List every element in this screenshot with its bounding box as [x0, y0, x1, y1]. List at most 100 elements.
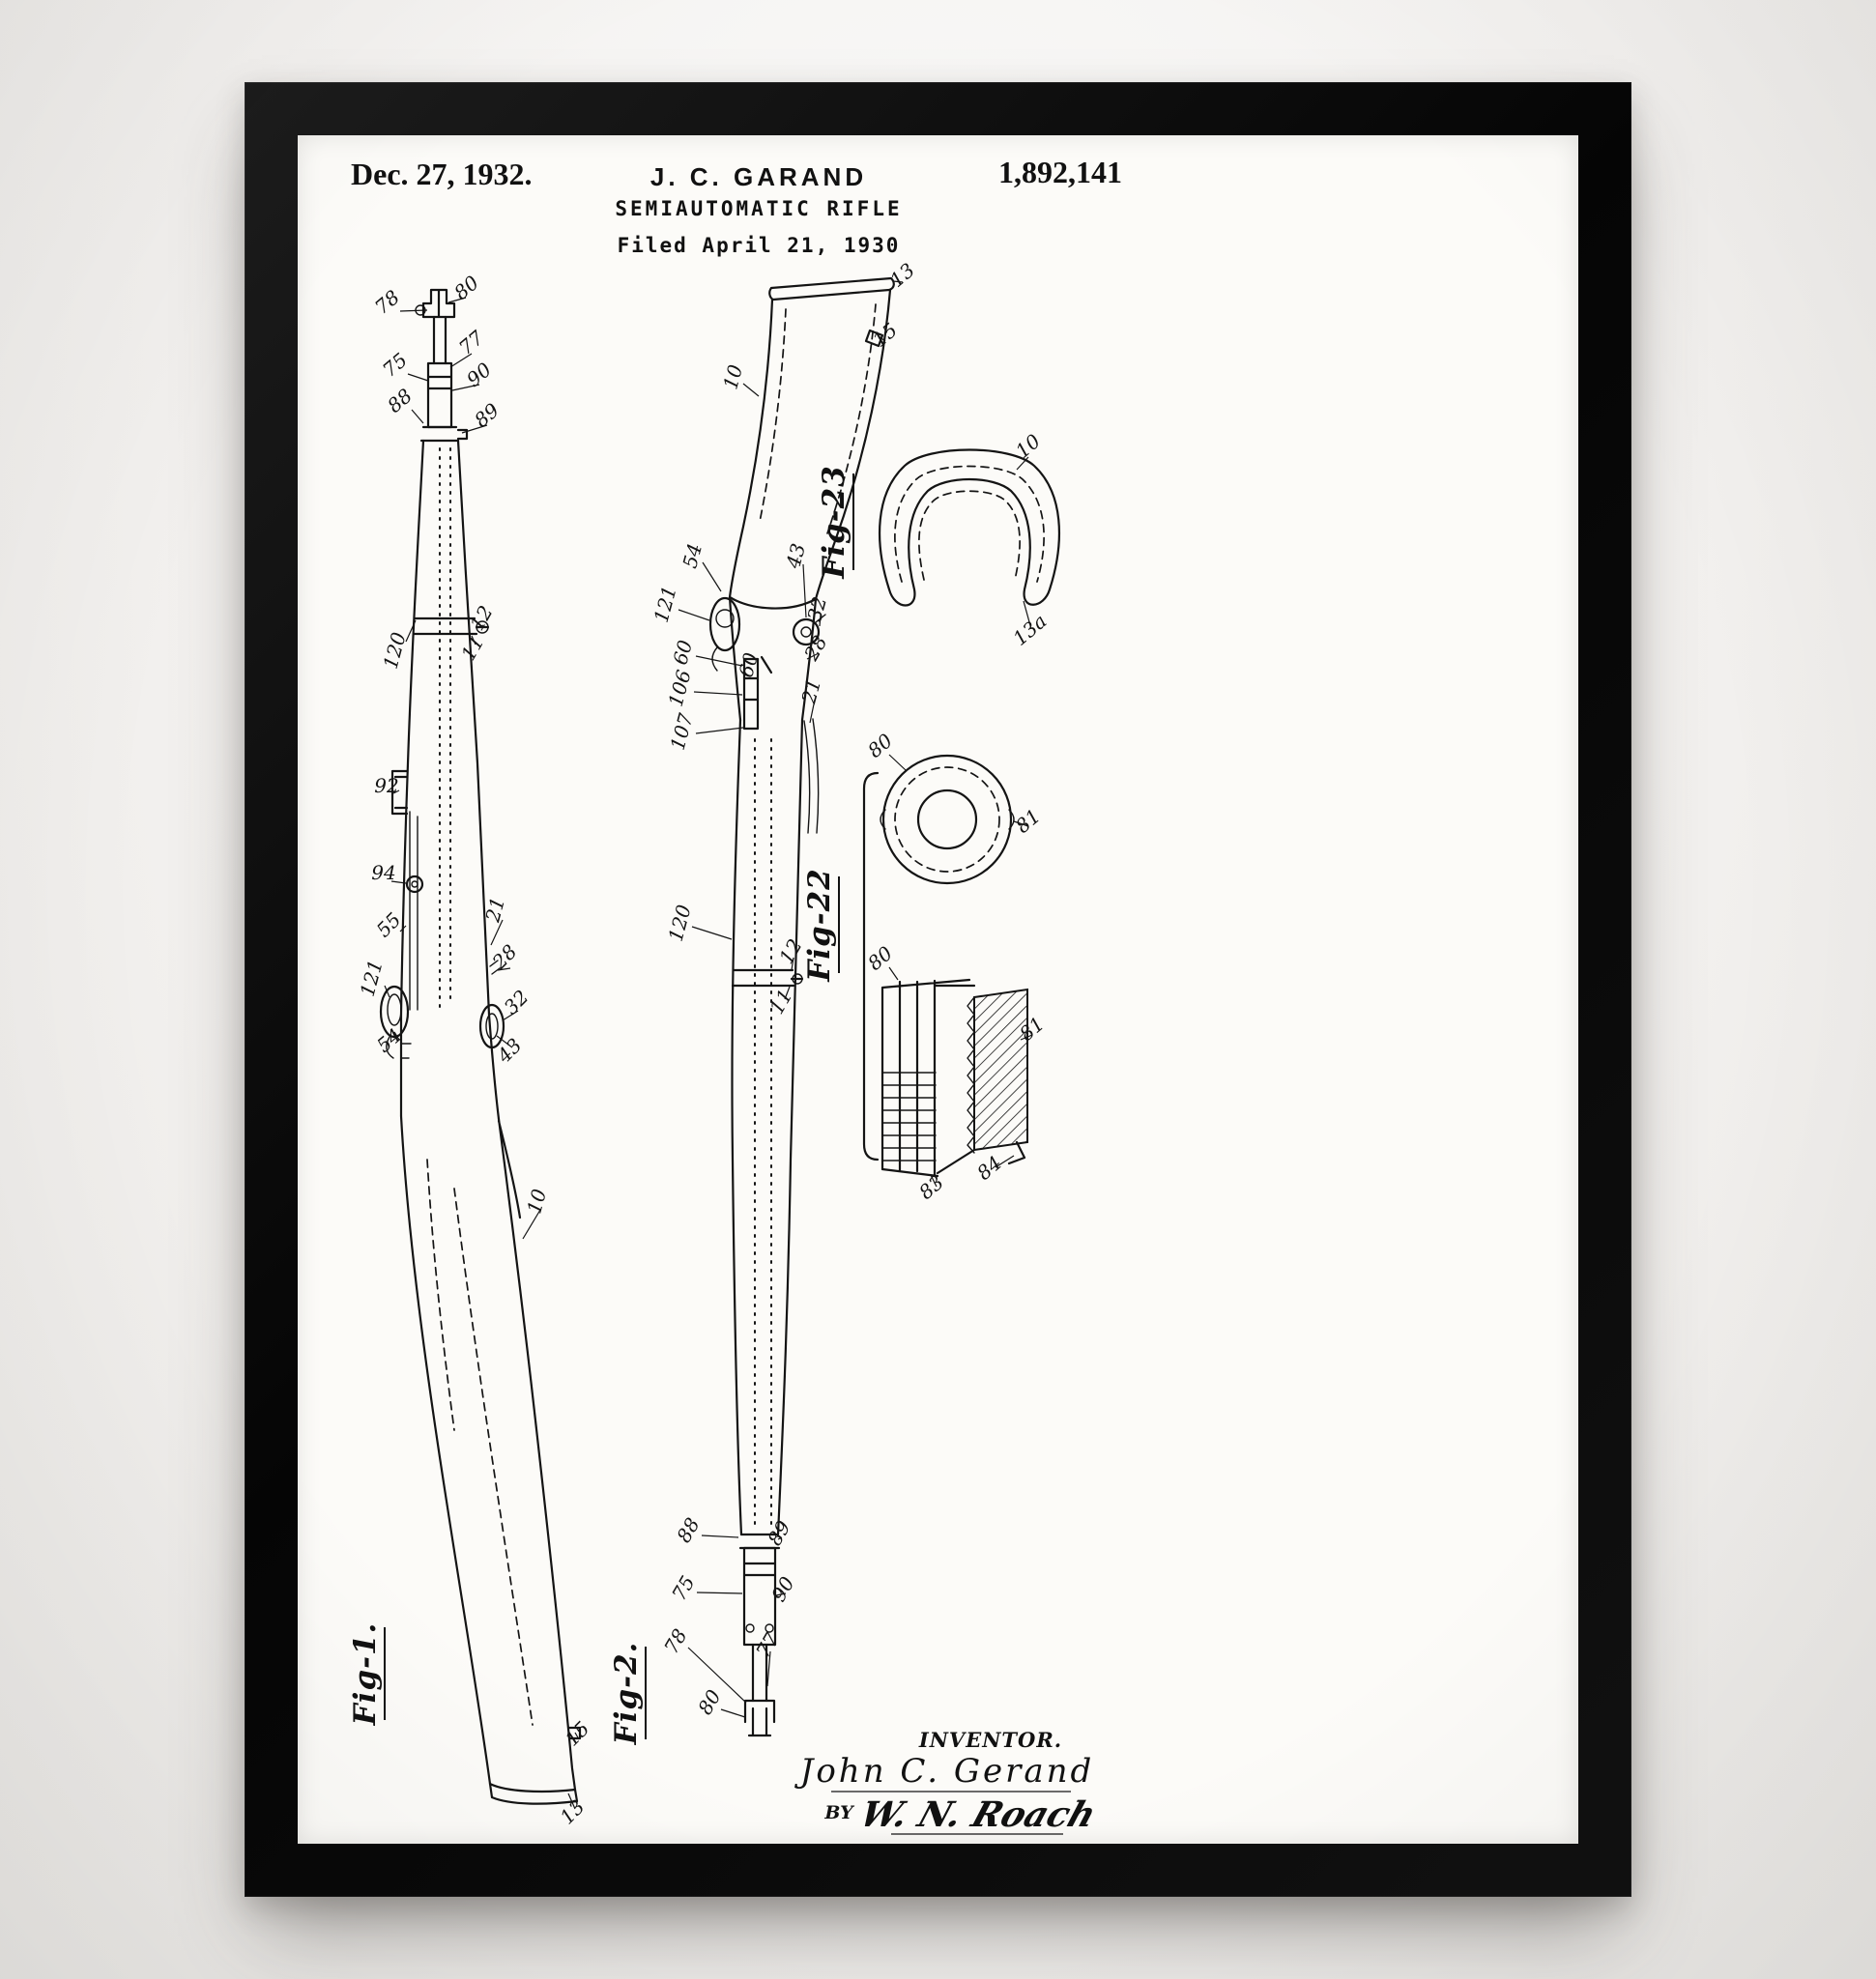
fig2-sling-swivel — [792, 973, 803, 985]
fig22-bracket — [862, 771, 880, 1162]
patent-filed-date: Filed April 21, 1930 — [617, 234, 901, 257]
fig2-gas-screw-right — [765, 1623, 774, 1633]
reference-numeral: 121 — [649, 584, 681, 625]
fig22-section-threads — [967, 996, 975, 1154]
attorney-signature-text: W. N. Roach — [855, 1793, 1102, 1835]
reference-numeral: 11 — [765, 985, 797, 1018]
patent-print-paper: Dec. 27, 1932. J. C. GARAND 1,892,141 SE… — [298, 135, 1578, 1844]
fig1-gas-cylinder — [426, 361, 453, 429]
fig1-latch-notch — [489, 960, 501, 975]
reference-numeral: 21 — [796, 676, 825, 707]
reference-numeral: 83 — [914, 1170, 948, 1204]
by-label: BY — [823, 1802, 855, 1823]
fig1-front-sight — [421, 288, 456, 319]
fig2-follower-block — [742, 655, 773, 731]
fig1-leader-lines — [384, 297, 580, 1810]
reference-numeral: 120 — [379, 629, 411, 671]
reference-numeral: 89 — [763, 1516, 795, 1549]
fig2-stock-dashed-contour — [759, 303, 877, 534]
reference-numeral: 92 — [374, 774, 398, 797]
patent-number: 1,892,141 — [998, 155, 1122, 189]
fig1-guard-rear-loop — [478, 1003, 505, 1049]
attorney-caption: ATTORNEY — [918, 1840, 1056, 1844]
reference-numeral: 15 — [561, 1717, 594, 1751]
reference-numeral: 88 — [383, 384, 417, 417]
fig1-sling-swivel — [476, 620, 489, 634]
reference-numeral: 78 — [659, 1624, 692, 1657]
fig1-op-rod-handle — [405, 875, 424, 894]
fig1-forestock-outline — [399, 439, 491, 1017]
fig2-trigger-hook — [711, 646, 718, 672]
fig2-muzzle-barrel — [751, 1643, 768, 1703]
reference-numeral: 75 — [378, 348, 412, 382]
fig1-op-rod — [409, 811, 418, 1011]
fig22-section-hatched-block — [973, 988, 1028, 1152]
reference-numeral: 80 — [693, 1685, 726, 1718]
fig23-dashed-contours — [894, 465, 1045, 583]
fig2-butt-swivel — [864, 329, 884, 348]
fig1-butt-swivel — [567, 1726, 582, 1740]
reference-numeral: 11 — [456, 631, 489, 664]
patent-date: Dec. 27, 1932. — [351, 157, 533, 191]
reference-numeral: 60 — [668, 638, 697, 668]
fig22-section-left — [880, 978, 971, 1178]
inventor-caption: INVENTOR. — [918, 1728, 1062, 1752]
reference-numeral: 54 — [678, 541, 707, 571]
fig1-caption: Fig-1. — [348, 1622, 386, 1727]
reference-numeral: 13 — [885, 258, 919, 292]
fig1-stock-outline — [399, 1114, 577, 1792]
fig1-op-rod-handle-inner — [411, 880, 418, 888]
reference-numeral: 77 — [751, 1628, 784, 1661]
fig22-ring-dashed — [894, 766, 1000, 873]
reference-numeral: 13 — [556, 1795, 590, 1829]
reference-numeral: 78 — [370, 285, 404, 319]
reference-numeral: 77 — [454, 326, 488, 359]
fig22-section-joins — [933, 984, 1026, 1175]
reference-numeral: 80 — [863, 941, 897, 975]
fig1-stacking-band — [419, 425, 469, 443]
reference-numeral: 28 — [487, 940, 522, 975]
fig2-forestock-outline — [731, 718, 804, 1536]
fig2-leader-lines — [678, 280, 904, 1718]
fig22-ring-inner — [916, 789, 978, 850]
reference-numeral: 43 — [492, 1034, 527, 1069]
patent-title: SEMIAUTOMATIC RIFLE — [615, 197, 903, 220]
fig23-caption-text: Fig-23 — [817, 465, 851, 579]
fig2-caption-text: Fig-2. — [609, 1642, 644, 1746]
fig2-butt-plate — [768, 276, 895, 301]
fig23-horseshoe-outline — [878, 448, 1061, 607]
fig1-stipple-lines — [439, 447, 451, 1011]
fig2-lower-band — [731, 968, 804, 988]
reference-numeral: 94 — [371, 861, 395, 884]
fig22-ring-notches — [880, 809, 1015, 830]
reference-numeral: 88 — [672, 1513, 705, 1546]
fig22-section-ribs — [882, 1072, 937, 1162]
reference-numeral: 84 — [972, 1151, 1006, 1185]
reference-numeral: 75 — [667, 1571, 700, 1604]
signature-block: INVENTOR. John C. Gerand BY W. N. Roach … — [794, 1728, 1102, 1844]
reference-numeral: 107 — [666, 710, 698, 752]
fig2-trigger-guard — [708, 596, 741, 652]
reference-numeral: 89 — [470, 398, 504, 432]
reference-numeral: 43 — [781, 541, 810, 572]
reference-numeral: 32 — [802, 594, 831, 624]
fig2-stipple-lines — [754, 738, 772, 1528]
fig1-trigger-guard-inner — [387, 993, 402, 1026]
fig2-receiver — [728, 595, 818, 722]
fig22-caption: Fig-22 — [802, 868, 840, 983]
fig1-guard-rear-loop-inner — [485, 1013, 499, 1040]
fig2-front-sight — [743, 1699, 776, 1737]
fig1-caption-text: Fig-1. — [348, 1622, 383, 1727]
reference-numeral: 10 — [522, 1187, 551, 1217]
picture-frame: Dec. 27, 1932. J. C. GARAND 1,892,141 SE… — [245, 82, 1631, 1897]
reference-numeral: 55 — [372, 908, 406, 942]
fig23-leader-lines — [1016, 456, 1032, 630]
reference-numeral: 81 — [1011, 804, 1045, 838]
fig22-caption-text: Fig-22 — [802, 868, 837, 982]
